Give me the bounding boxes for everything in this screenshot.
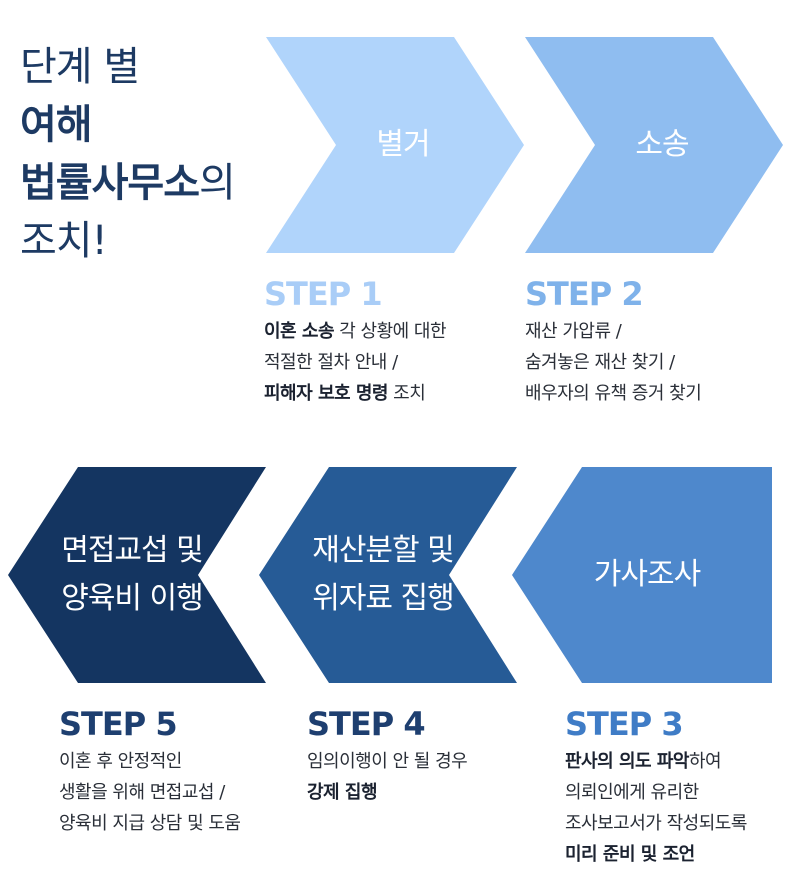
step-4-description: 임의이행이 안 될 경우 강제 집행 bbox=[307, 746, 468, 808]
chevron-step-4-label: 재산분할 및 위자료 집행 bbox=[312, 533, 455, 616]
chevron-step-5-label: 면접교섭 및 양육비 이행 bbox=[61, 533, 204, 616]
step-2-line-3: 배우자의 유책 증거 찾기 bbox=[525, 383, 702, 404]
step-1-line-3-bold: 피해자 보호 명령 bbox=[264, 383, 388, 404]
step-1-line-1-bold: 이혼 소송 bbox=[264, 321, 335, 342]
step-1-line-3: 피해자 보호 명령 조치 bbox=[264, 378, 446, 409]
step-1-line-3-text: 조치 bbox=[387, 383, 426, 404]
step-3-line-2: 의뢰인에게 유리한 bbox=[565, 782, 699, 803]
step-5-title: STEP 5 bbox=[59, 705, 178, 743]
step-2-block: STEP 2 재산 가압류 / 숨겨놓은 재산 찾기 / 배우자의 유책 증거 … bbox=[525, 274, 702, 409]
chevron-step-5-fill bbox=[8, 467, 266, 683]
step-2-description: 재산 가압류 / 숨겨놓은 재산 찾기 / 배우자의 유책 증거 찾기 bbox=[525, 316, 702, 409]
chevron-step-1-label: 별거 bbox=[376, 127, 430, 162]
chevron-step-4: 재산분할 및 위자료 집행 bbox=[259, 467, 517, 683]
headline-firm-short: 여해 bbox=[20, 102, 93, 148]
headline-line-3: 법률사무소의 bbox=[20, 154, 236, 212]
headline-firm-name: 법률사무소 bbox=[20, 160, 200, 206]
step-1-line-2: 적절한 절차 안내 / bbox=[264, 352, 398, 373]
chevron-step-1: 별거 bbox=[266, 37, 524, 253]
step-3-block: STEP 3 판사의 의도 파악하여 의뢰인에게 유리한 조사보고서가 작성되도… bbox=[565, 704, 747, 870]
chevron-step-1-fill bbox=[266, 37, 524, 253]
chevron-step-5-shape bbox=[8, 467, 266, 683]
step-2-line-2: 숨겨놓은 재산 찾기 / bbox=[525, 352, 675, 373]
chevron-step-5: 면접교섭 및 양육비 이행 bbox=[8, 467, 266, 683]
step-3-line-4-bold: 미리 준비 및 조언 bbox=[565, 844, 695, 865]
step-1-line-1-text: 각 상황에 대한 bbox=[334, 321, 447, 342]
chevron-step-2-shape bbox=[525, 37, 783, 253]
headline-line-4: 조치! bbox=[20, 218, 108, 264]
chevron-step-2: 소송 bbox=[525, 37, 783, 253]
step-1-block: STEP 1 이혼 소송 각 상황에 대한 적절한 절차 안내 / 피해자 보호… bbox=[264, 274, 447, 409]
chevron-step-4-shape bbox=[259, 467, 517, 683]
chevron-step-3-fill bbox=[512, 467, 772, 683]
step-3-line-3: 조사보고서가 작성되도록 bbox=[565, 813, 747, 834]
headline-line-2: 여해 bbox=[20, 96, 235, 154]
chevron-step-2-label: 소송 bbox=[635, 127, 689, 162]
step-5-line-3: 양육비 지급 상담 및 도움 bbox=[59, 813, 241, 834]
step-1-line-1: 이혼 소송 각 상황에 대한 bbox=[264, 316, 447, 347]
step-4-line-1: 임의이행이 안 될 경우 bbox=[307, 751, 468, 772]
chevron-step-4-fill bbox=[259, 467, 517, 683]
step-4-block: STEP 4 임의이행이 안 될 경우 강제 집행 bbox=[307, 704, 468, 808]
chevron-step-3-shape bbox=[512, 467, 772, 683]
step-1-description: 이혼 소송 각 상황에 대한 적절한 절차 안내 / 피해자 보호 명령 조치 bbox=[264, 316, 447, 409]
step-3-description: 판사의 의도 파악하여 의뢰인에게 유리한 조사보고서가 작성되도록 미리 준비… bbox=[565, 746, 747, 870]
step-5-block: STEP 5 이혼 후 안정적인 생활을 위해 면접교섭 / 양육비 지급 상담… bbox=[59, 704, 241, 839]
step-1-title: STEP 1 bbox=[264, 275, 383, 313]
chevron-step-1-shape bbox=[266, 37, 524, 253]
step-3-line-1-text: 하여 bbox=[688, 751, 722, 772]
step-5-line-1: 이혼 후 안정적인 bbox=[59, 751, 182, 772]
chevron-step-2-fill bbox=[525, 37, 783, 253]
step-2-title: STEP 2 bbox=[525, 275, 644, 313]
headline-particle: 의 bbox=[199, 160, 236, 206]
step-3-line-4: 미리 준비 및 조언 bbox=[565, 839, 747, 870]
step-3-title: STEP 3 bbox=[565, 705, 684, 743]
headline: 단계 별 여해 법률사무소의 조치! bbox=[20, 38, 236, 270]
step-3-line-1: 판사의 의도 파악하여 bbox=[565, 746, 747, 777]
chevron-step-3-label: 가사조사 bbox=[593, 557, 701, 592]
step-5-description: 이혼 후 안정적인 생활을 위해 면접교섭 / 양육비 지급 상담 및 도움 bbox=[59, 746, 241, 839]
step-5-line-2: 생활을 위해 면접교섭 / bbox=[59, 782, 225, 803]
step-4-title: STEP 4 bbox=[307, 705, 426, 743]
chevron-step-3: 가사조사 bbox=[512, 467, 772, 683]
step-4-line-2-bold: 강제 집행 bbox=[307, 782, 378, 803]
headline-line-1: 단계 별 bbox=[20, 44, 140, 90]
step-2-line-1: 재산 가압류 / bbox=[525, 321, 622, 342]
step-4-line-2: 강제 집행 bbox=[307, 777, 467, 808]
step-3-line-1-bold: 판사의 의도 파악 bbox=[565, 751, 689, 772]
